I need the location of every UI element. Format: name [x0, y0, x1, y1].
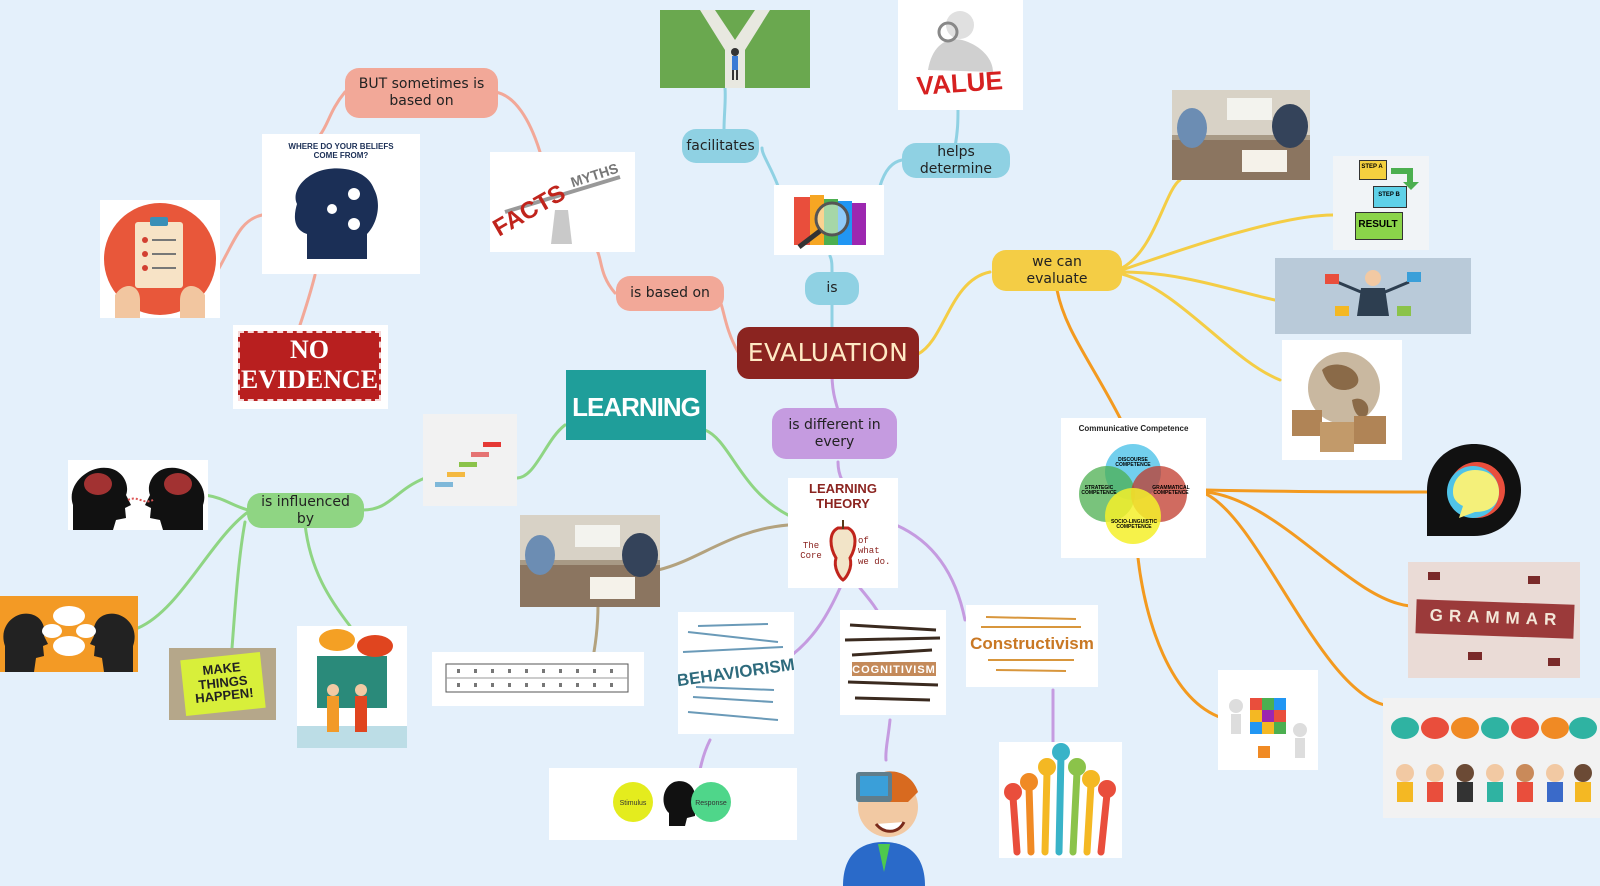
behaviorism-word-cloud-image[interactable]: BEHAVIORISM: [678, 612, 794, 734]
cognitivism-word-cloud-image[interactable]: COGNITIVISM: [840, 610, 946, 715]
two-heads-thinking-image[interactable]: [68, 460, 208, 530]
cognitivism-text: COGNITIVISM: [852, 664, 936, 676]
branch-facilitates[interactable]: facilitates: [682, 129, 759, 163]
evidence-text: EVIDENCE: [240, 365, 379, 394]
learning-text: LEARNING: [572, 392, 701, 422]
value-text: VALUE: [916, 65, 1004, 101]
value-image[interactable]: VALUE: [898, 0, 1023, 110]
branch-but-sometimes-based-on[interactable]: BUT sometimes is based on: [345, 68, 498, 118]
puzzle-cube-people-image[interactable]: [1218, 670, 1318, 770]
cc-strategic: STRATEGIC COMPETENCE: [1081, 485, 1117, 496]
no-evidence-stamp-image[interactable]: NO EVIDENCE: [233, 325, 388, 409]
facts-myths-scale-image[interactable]: FACTS MYTHS: [490, 152, 635, 252]
rating-scale-image[interactable]: [432, 652, 644, 706]
stairs-image[interactable]: [423, 414, 517, 506]
step-b-text: STEP B: [1378, 192, 1400, 198]
branch-is-based-on[interactable]: is based on: [616, 276, 724, 311]
raised-hands-image[interactable]: [999, 742, 1122, 858]
cc-socio: SOCIO-LINGUISTIC COMPETENCE: [1110, 519, 1158, 530]
beliefs-title: WHERE DO YOUR BELIEFS COME FROM?: [288, 142, 394, 160]
make-things-happen-image[interactable]: MAKE THINGS HAPPEN!: [169, 648, 276, 720]
constructivism-text: Constructivism: [970, 634, 1094, 653]
chat-bubble-icon[interactable]: [1425, 442, 1523, 540]
result-text: RESULT: [1358, 219, 1398, 230]
stimulus-response-image[interactable]: Stimulus Response: [549, 768, 797, 840]
make-things-happen-text: MAKE THINGS HAPPEN!: [194, 659, 255, 707]
learning-theory-card-image[interactable]: LEARNING THEORY The Core of what we do.: [788, 478, 898, 588]
learning-theory-left-text: The Core: [800, 541, 822, 561]
classroom-photo-image[interactable]: [520, 515, 660, 607]
folders-magnifier-image[interactable]: [774, 185, 884, 255]
learning-banner-image[interactable]: LEARNING: [566, 370, 706, 440]
checklist-clipboard-image[interactable]: [100, 200, 220, 318]
cc-discourse: DISCOURSE COMPETENCE: [1115, 457, 1151, 468]
grammar-tiles-image[interactable]: GRAMMAR: [1408, 562, 1580, 678]
branch-is-different-in-every[interactable]: is different in every: [772, 408, 897, 459]
crossroads-image[interactable]: [660, 10, 810, 88]
multitasking-person-image[interactable]: [1275, 258, 1471, 334]
step-a-text: STEP A: [1361, 164, 1383, 170]
constructivism-word-cloud-image[interactable]: Constructivism: [966, 605, 1098, 687]
computer-head-person-image[interactable]: [838, 752, 930, 886]
cc-grammatical: GRAMMATICAL COMPETENCE: [1152, 485, 1190, 496]
diverse-people-speech-bubbles-image[interactable]: [1383, 698, 1600, 818]
classroom-writing-image[interactable]: [1172, 90, 1310, 180]
branch-we-can-evaluate[interactable]: we can evaluate: [992, 250, 1122, 291]
learning-theory-title: LEARNING THEORY: [809, 481, 877, 511]
speech-bubbles-heads-image[interactable]: [0, 596, 138, 672]
no-text: NO: [290, 335, 329, 364]
behaviorism-text: BEHAVIORISM: [678, 655, 794, 690]
communicative-competence-venn-image[interactable]: Communicative Competence DISCOURSE COMPE…: [1061, 418, 1206, 558]
evaluation-central-topic[interactable]: EVALUATION: [737, 327, 919, 379]
globe-boxes-image[interactable]: [1282, 340, 1402, 460]
cc-title: Communicative Competence: [1078, 424, 1189, 433]
teachers-whiteboard-image[interactable]: [297, 626, 407, 748]
steps-result-image[interactable]: STEP A STEP B RESULT: [1333, 156, 1429, 250]
branch-is-influenced-by[interactable]: is influenced by: [247, 493, 364, 528]
response-text: Response: [695, 800, 727, 807]
stimulus-text: Stimulus: [620, 800, 647, 807]
branch-is[interactable]: is: [805, 272, 859, 305]
learning-theory-right-text: of what we do.: [858, 536, 891, 567]
branch-helps-determine[interactable]: helps determine: [902, 143, 1010, 178]
beliefs-head-image[interactable]: WHERE DO YOUR BELIEFS COME FROM?: [262, 134, 420, 274]
